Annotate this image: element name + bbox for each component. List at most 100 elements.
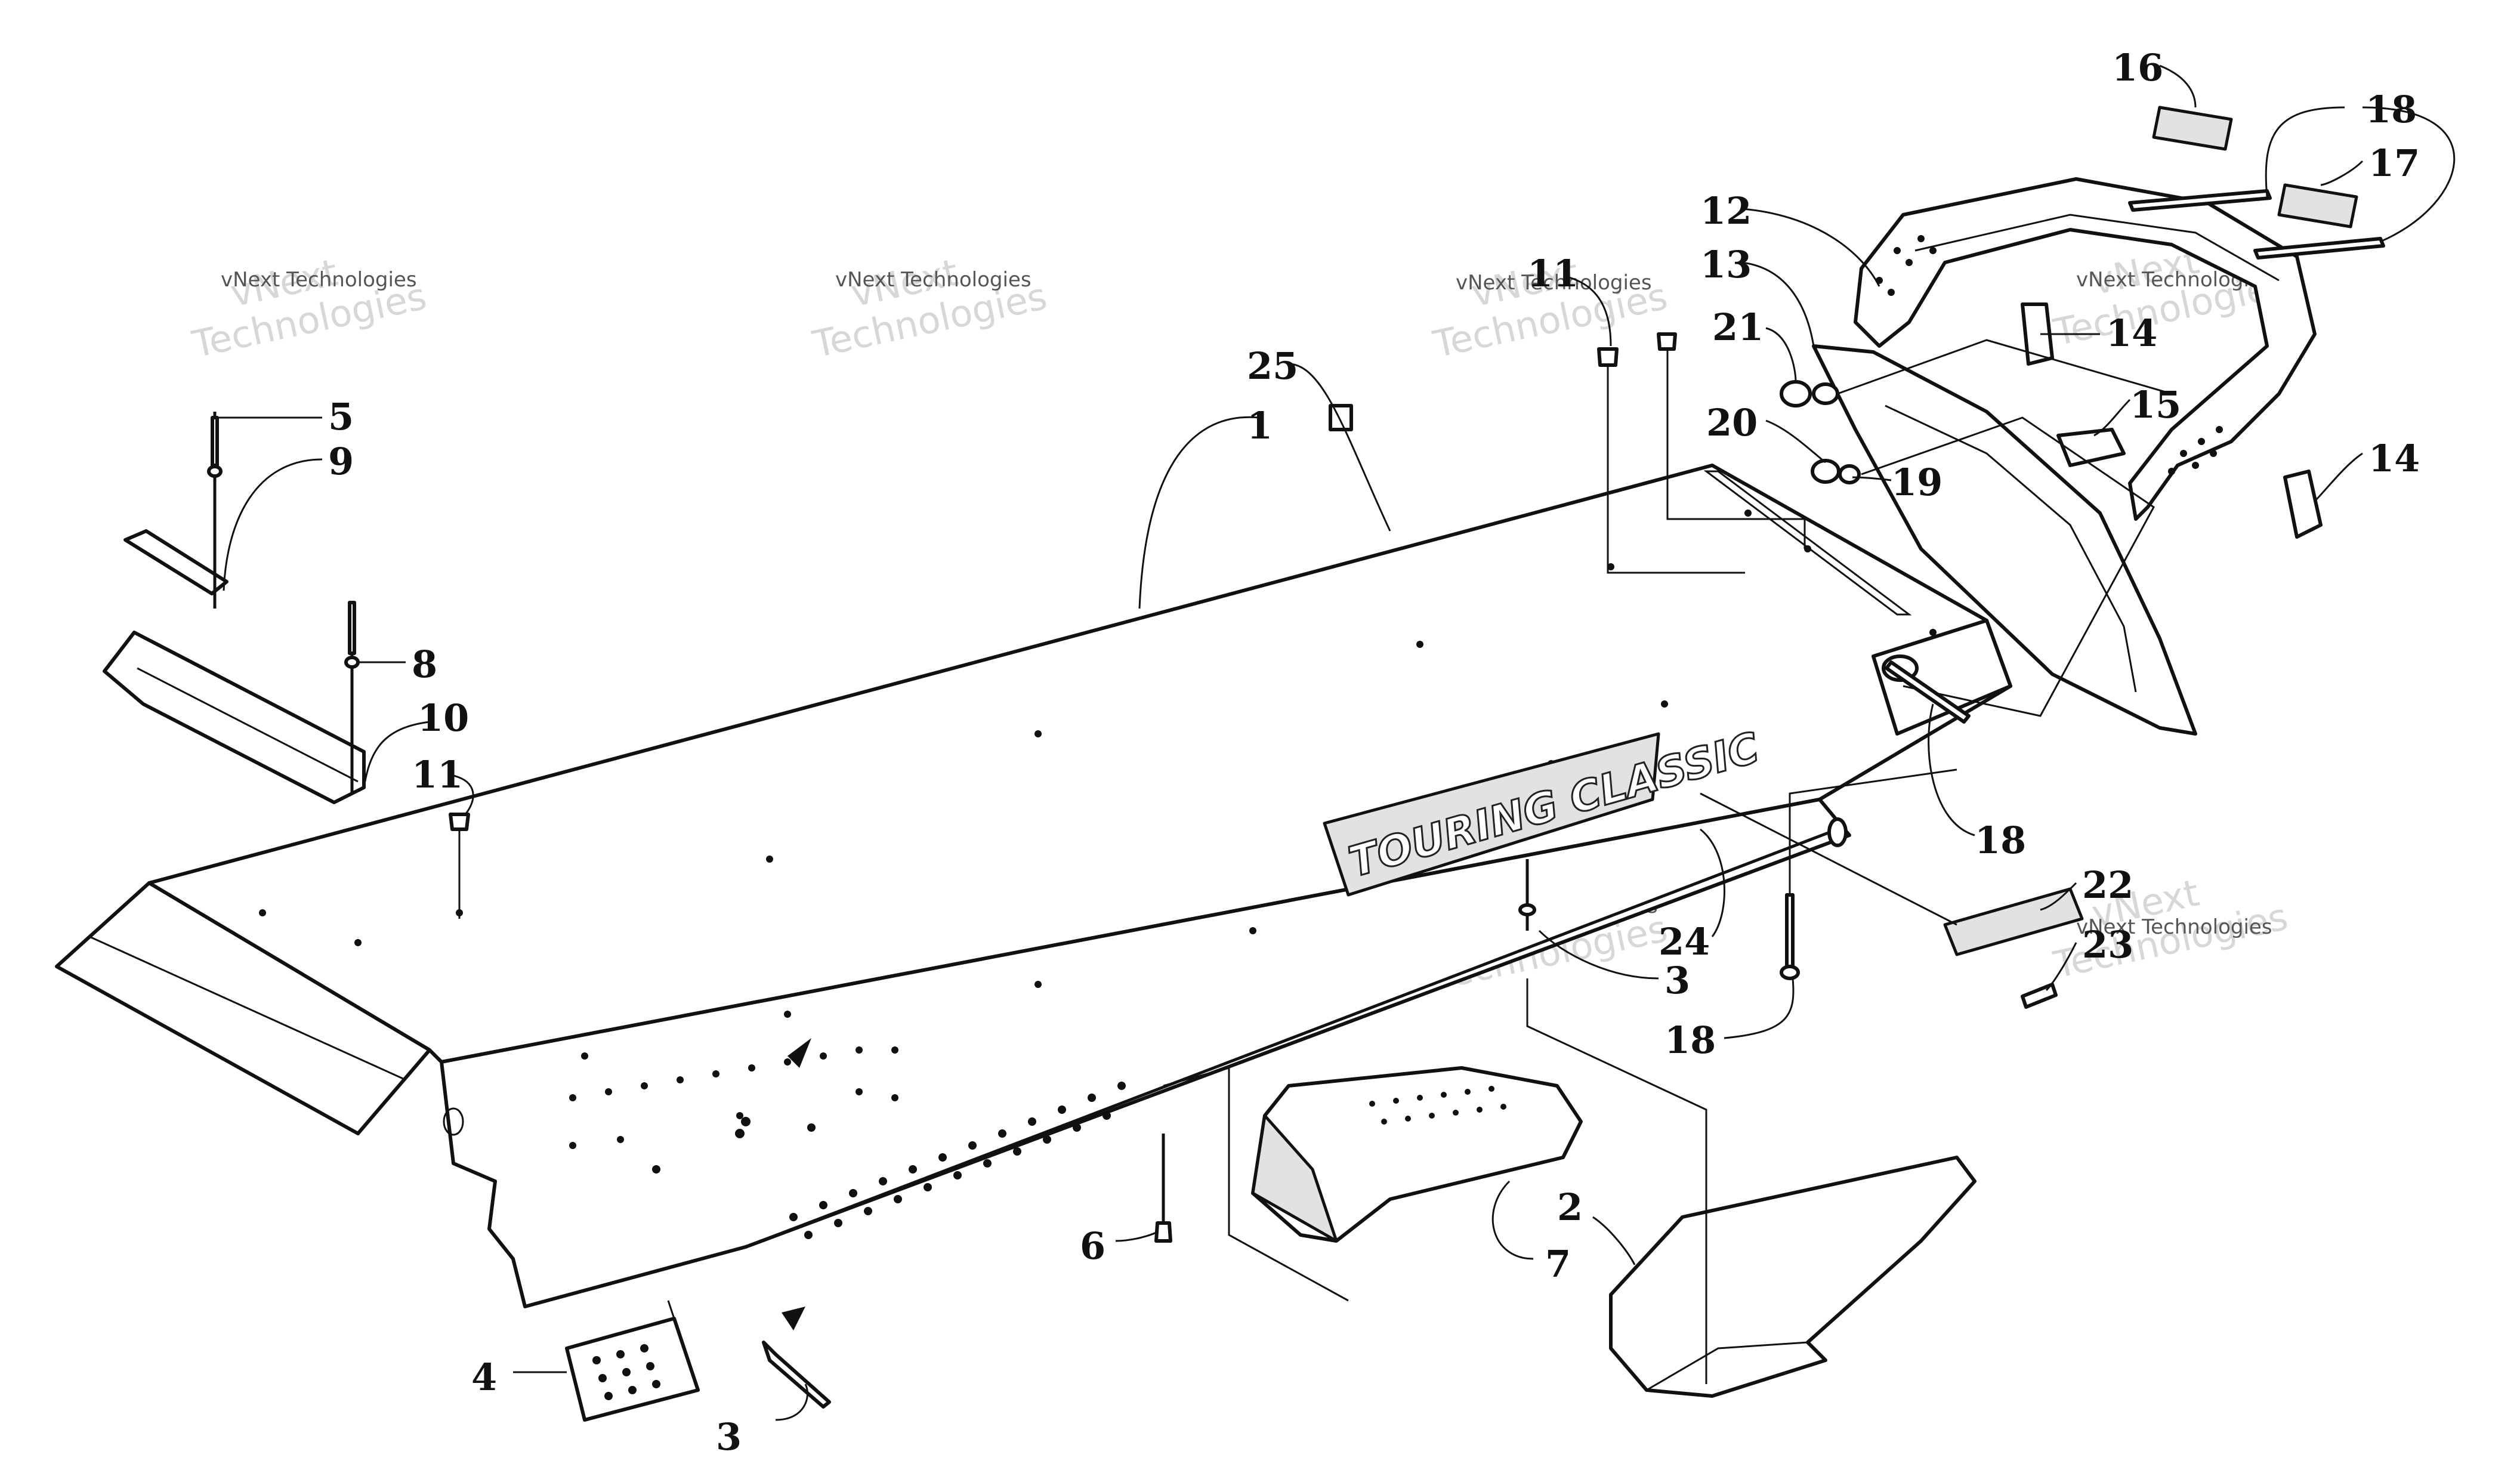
footrest-part-7 bbox=[1251, 1066, 1583, 1243]
side-wall-grommet bbox=[443, 1107, 464, 1136]
callout-1: 1 bbox=[1247, 404, 1273, 447]
grommet-part-11-b bbox=[1657, 332, 1677, 351]
callout-16: 16 bbox=[2112, 46, 2163, 89]
grommet-part-11-left bbox=[449, 813, 470, 831]
arrow-marker bbox=[788, 1038, 811, 1068]
leader-19 bbox=[1852, 476, 1892, 481]
rear-bumper-assembly bbox=[1780, 106, 2385, 736]
callout-17: 17 bbox=[2368, 141, 2420, 185]
tunnel-rear-bracket bbox=[1872, 619, 2012, 736]
rear-bumper-part-12 bbox=[1854, 177, 2317, 521]
callout-3-upper: 3 bbox=[1664, 959, 1690, 1002]
callout-18-top: 18 bbox=[2365, 88, 2417, 131]
leader-22 bbox=[2040, 882, 2077, 911]
bumper-pad-holes bbox=[1876, 235, 2223, 475]
leader-10 bbox=[363, 721, 430, 788]
callout-14-a: 14 bbox=[2106, 311, 2157, 355]
bolt-part-18-b bbox=[2253, 237, 2385, 260]
callout-10: 10 bbox=[418, 696, 469, 740]
watermark-small: vNext Technologies bbox=[221, 268, 417, 292]
clip-part-14-a bbox=[2021, 302, 2054, 366]
tunnel-front-flap bbox=[55, 881, 431, 1135]
leader-9 bbox=[223, 458, 323, 591]
callout-6: 6 bbox=[1080, 1224, 1105, 1268]
watermark-small: vNext Technologies bbox=[835, 268, 1032, 292]
rivet-part-8 bbox=[348, 601, 356, 655]
leader-25 bbox=[1288, 363, 1391, 532]
callout-19: 19 bbox=[1891, 461, 1942, 504]
clip-part-15 bbox=[2056, 428, 2126, 467]
callout-3-lower: 3 bbox=[716, 1415, 742, 1459]
reflector-part-17 bbox=[2277, 183, 2358, 228]
callout-13: 13 bbox=[1700, 243, 1752, 286]
bolt-part-18-a bbox=[2128, 189, 2272, 212]
leader-6 bbox=[1115, 1231, 1158, 1242]
backing-plate-part-4 bbox=[565, 1317, 700, 1422]
watermark: vNext Technologies bbox=[188, 251, 430, 366]
support-bracket-part-2 bbox=[1609, 1156, 1977, 1398]
deck-holes bbox=[259, 509, 1937, 1060]
callout-8: 8 bbox=[412, 643, 437, 686]
washer-part-19 bbox=[1838, 464, 1861, 484]
leader-3-lower bbox=[775, 1384, 808, 1421]
rail-end-cap bbox=[1827, 817, 1848, 847]
callout-2: 2 bbox=[1557, 1185, 1583, 1229]
side-wall-holes bbox=[569, 1046, 898, 1174]
bolt-part-18-side bbox=[1885, 660, 1971, 724]
leader-7 bbox=[1491, 1180, 1534, 1260]
callout-9: 9 bbox=[328, 440, 354, 483]
rivet-part-5-head bbox=[207, 465, 223, 478]
washer-part-21 bbox=[1812, 382, 1839, 405]
rear-flap-inner-curve bbox=[1885, 404, 2137, 693]
callout-18-lower: 18 bbox=[1664, 1018, 1716, 1062]
leader-13 bbox=[1741, 261, 1815, 347]
leader-23 bbox=[2045, 942, 2077, 992]
leader-2 bbox=[1592, 1216, 1636, 1265]
callout-12: 12 bbox=[1700, 189, 1752, 233]
leader-17 bbox=[2320, 160, 2364, 186]
watermark: vNext Technologies bbox=[808, 251, 1051, 366]
reflector-part-22 bbox=[1943, 887, 2084, 956]
perforation-band bbox=[789, 1082, 1126, 1239]
leader-11-top bbox=[1568, 276, 1612, 347]
leader-18-top bbox=[2265, 106, 2456, 243]
rivet-part-8-head bbox=[344, 656, 360, 669]
callout-5: 5 bbox=[328, 395, 354, 438]
grommet-part-11-a bbox=[1597, 347, 1619, 367]
rivet-part-3-lower bbox=[762, 1341, 831, 1409]
leader-15 bbox=[2093, 399, 2131, 437]
clip-part-14-b bbox=[2283, 470, 2323, 539]
deck-slot bbox=[1703, 470, 1912, 616]
callout-18-mid: 18 bbox=[1975, 819, 2026, 862]
leader-16 bbox=[2159, 64, 2197, 108]
bumper-leader-lines bbox=[1837, 339, 2172, 717]
callout-21: 21 bbox=[1712, 305, 1764, 349]
callout-15: 15 bbox=[2130, 383, 2181, 427]
top-grommets bbox=[1597, 332, 1806, 574]
bolt-part-6 bbox=[1154, 1221, 1172, 1243]
callout-labels: 1 2 3 3 4 5 6 7 8 9 10 11 11 12 13 14 14… bbox=[328, 46, 2420, 1459]
leader-24 bbox=[1700, 828, 1725, 937]
arrow-marker-lower bbox=[782, 1307, 805, 1330]
leader-20 bbox=[1765, 419, 1826, 464]
callout-11-left: 11 bbox=[412, 753, 463, 796]
lower-hardware bbox=[565, 404, 2084, 1422]
leader-3-upper bbox=[1538, 929, 1659, 980]
callout-14-b: 14 bbox=[2368, 437, 2420, 480]
footrest-holes bbox=[1369, 1086, 1506, 1125]
leader-18-lower bbox=[1724, 978, 1795, 1039]
angle-bracket-crease bbox=[137, 667, 359, 783]
decal-background bbox=[1323, 732, 1660, 897]
backing-plate-holes bbox=[592, 1344, 660, 1400]
grommet-leader-lines bbox=[1607, 349, 1806, 574]
leader-18-mid bbox=[1928, 703, 1975, 836]
callout-4: 4 bbox=[471, 1355, 497, 1399]
callout-24: 24 bbox=[1659, 920, 1710, 964]
callout-leaders bbox=[215, 64, 2456, 1421]
leader-11-left bbox=[453, 774, 474, 815]
leader-1 bbox=[1138, 416, 1259, 609]
reflector-part-16 bbox=[2152, 106, 2233, 151]
callout-23: 23 bbox=[2082, 923, 2133, 966]
